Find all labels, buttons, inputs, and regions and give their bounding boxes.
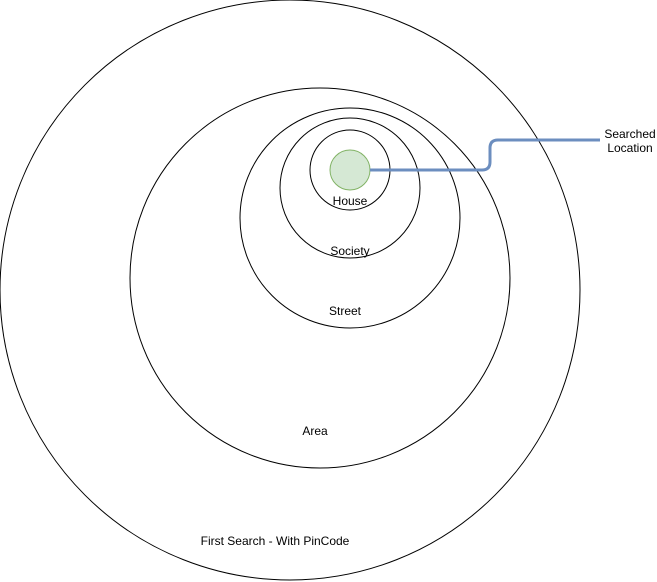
searched-location-label-line2: Location — [607, 141, 652, 155]
house-label: House — [333, 194, 368, 208]
street-label: Street — [329, 304, 362, 318]
area-label: Area — [302, 424, 328, 438]
searched-location-marker — [329, 149, 371, 191]
searched-location-label-line1: Searched — [604, 127, 655, 141]
society-label: Society — [330, 244, 369, 258]
pincode-label: First Search - With PinCode — [201, 534, 350, 548]
searched-location-connector — [370, 138, 600, 172]
